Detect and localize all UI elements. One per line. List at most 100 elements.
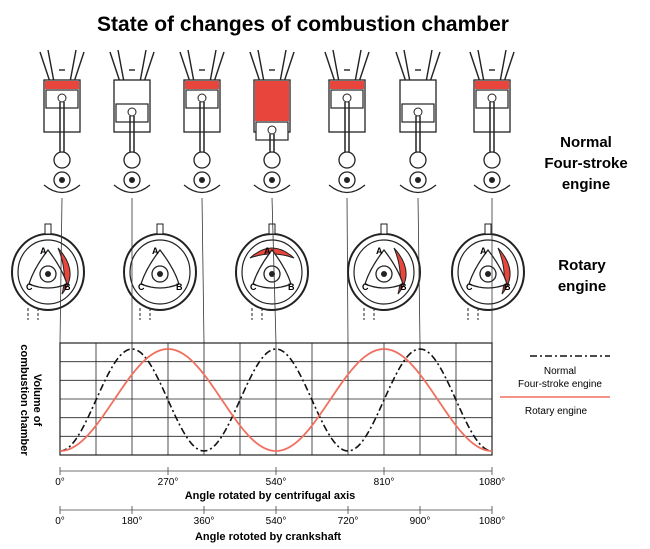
x-tick-label-crankshaft: 720°: [338, 516, 359, 527]
combustion-chamber: [475, 81, 509, 89]
housing-inner: [241, 239, 303, 305]
exhaust-valve: [499, 49, 507, 83]
rotor-apex-letter: A: [152, 246, 159, 256]
rotary-engine-label-line1: Rotary: [558, 257, 606, 274]
combustion-chamber: [45, 81, 79, 89]
legend-rotary-label: Rotary engine: [525, 406, 588, 417]
crankshaft-center: [269, 177, 275, 183]
intake-valve: [324, 51, 336, 83]
crankshaft-center: [489, 177, 495, 183]
crank-pin: [263, 151, 281, 169]
crankshaft-center: [344, 177, 350, 183]
rotor-apex-letter: B: [64, 282, 71, 292]
crank-pin: [193, 151, 211, 169]
exhaust-valve: [425, 49, 433, 83]
piston-cylinder: [39, 49, 85, 194]
wrist-pin: [267, 125, 277, 135]
x-tick-label-crankshaft: 360°: [194, 516, 215, 527]
page-title: State of changes of combustion chamber: [97, 13, 509, 36]
rotor-apex-letter: B: [176, 282, 183, 292]
x-tick-label-crankshaft: 0°: [55, 516, 65, 527]
piston-cylinder: [469, 49, 515, 194]
eccentric-shaft: [381, 271, 387, 277]
x-tick-label-centrifugal: 540°: [266, 477, 287, 488]
x-tick-label-centrifugal: 270°: [158, 477, 179, 488]
rotation-arrow: [113, 184, 151, 194]
wrist-pin: [413, 107, 423, 117]
wrist-pin: [197, 93, 207, 103]
rotary-housing: ABC: [235, 223, 309, 320]
piston-cylinder: [179, 49, 225, 194]
y-axis-label-line2: combustion chamber: [18, 344, 30, 456]
exhaust-valve: [358, 51, 370, 83]
intake-valve: [403, 49, 411, 83]
x-axis-crankshaft-title: Angle rototed by crankshaft: [195, 531, 341, 543]
piston-cylinder: [395, 49, 441, 194]
exhaust-valve: [503, 51, 515, 83]
rotary-housing: ABC: [123, 223, 197, 320]
wrist-pin: [487, 93, 497, 103]
legend-normal-line1: Normal: [544, 366, 576, 377]
x-tick-label-centrifugal: 0°: [55, 477, 65, 488]
volume-chart: [59, 342, 493, 456]
chart-legend: Normal Four-stroke engine Rotary engine: [500, 355, 610, 417]
intake-valve: [332, 49, 340, 83]
rotor-apex-letter: A: [376, 246, 383, 256]
crankshaft-center: [415, 177, 421, 183]
rotor-apex-letter: C: [466, 282, 473, 292]
exhaust-valve: [283, 51, 295, 83]
exhaust-valve: [73, 51, 85, 83]
exhaust-valve: [143, 51, 155, 83]
piston-cylinder: [109, 49, 155, 194]
exhaust-valve: [209, 49, 217, 83]
housing-inner: [129, 239, 191, 305]
correspondence-lines: [59, 197, 493, 344]
crank-pin: [409, 151, 427, 169]
series-normal-four-stroke: [59, 348, 493, 452]
combustion-chamber: [255, 81, 289, 121]
intake-valve: [109, 51, 121, 83]
rotary-housing: ABC: [11, 223, 85, 320]
x-tick-label-crankshaft: 900°: [410, 516, 431, 527]
intake-valve: [395, 51, 407, 83]
x-axis-centrifugal-title: Angle rotated by centrifugal axis: [185, 490, 356, 502]
intake-valve: [477, 49, 485, 83]
chart-series: [59, 348, 493, 452]
rotary-housing: ABC: [347, 223, 421, 320]
eccentric-shaft: [157, 271, 163, 277]
y-axis-label: Volume of combustion chamber: [18, 344, 43, 456]
intake-valve: [117, 49, 125, 83]
rotor-apex-letter: B: [504, 282, 511, 292]
wrist-pin: [57, 93, 67, 103]
x-axis-centrifugal: 0°270°540°810°1080°: [55, 467, 505, 488]
rotary-housing: A B C: [451, 223, 525, 320]
x-tick-label-crankshaft: 1080°: [479, 516, 505, 527]
rotor-apex-letter: A: [480, 246, 487, 256]
piston-cylinder: [324, 49, 370, 194]
normal-engine-label: Normal Four-stroke engine: [544, 134, 627, 193]
series-rotary: [59, 348, 493, 452]
rotor-apex-letter: A: [264, 246, 271, 256]
exhaust-valve: [139, 49, 147, 83]
crankshaft-center: [199, 177, 205, 183]
spark-plug: [380, 223, 388, 235]
rotor-apex-letter: A: [40, 246, 47, 256]
combustion-chamber: [330, 81, 364, 89]
rotation-arrow: [183, 184, 221, 194]
rotation-arrow: [43, 184, 81, 194]
rotary-engine-label: Rotary engine: [558, 257, 607, 295]
exhaust-valve: [354, 49, 362, 83]
rotor-apex-letter: B: [400, 282, 407, 292]
eccentric-shaft: [269, 271, 275, 277]
y-axis-label-line1: Volume of: [31, 374, 43, 427]
spark-plug: [484, 223, 492, 235]
crankshaft-center: [129, 177, 135, 183]
stroke-guide-line: [417, 197, 421, 344]
x-axis-crankshaft: 0°180°360°540°720°900°1080°: [55, 506, 505, 527]
x-tick-label-crankshaft: 180°: [122, 516, 143, 527]
crank-pin: [338, 151, 356, 169]
rotation-arrow: [328, 184, 366, 194]
spark-plug: [156, 223, 164, 235]
normal-engine-label-line2: Four-stroke: [544, 155, 627, 172]
